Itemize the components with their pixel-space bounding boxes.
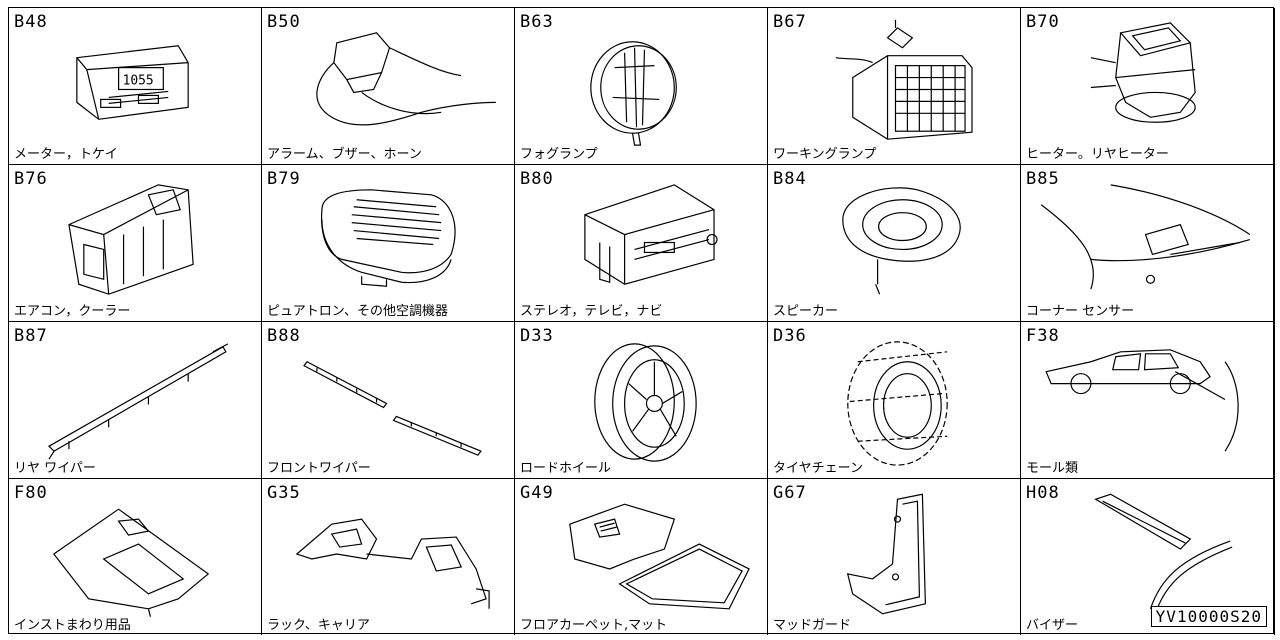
- cell-f38[interactable]: F38 モール類: [1021, 322, 1275, 479]
- fog-lamp-illustration: [590, 41, 677, 146]
- part-code: B80: [520, 169, 554, 189]
- part-label: メーター，トケイ: [14, 147, 118, 162]
- part-label: インストまわり用品: [14, 618, 131, 633]
- part-label: バイザー: [1026, 618, 1079, 633]
- floor-mat-illustration: [569, 503, 750, 610]
- part-label: アラーム、ブザー、ホーン: [267, 147, 422, 162]
- cell-b79[interactable]: B79 ピュアトロン、その他空調機器: [262, 165, 515, 322]
- stereo-illustration: [584, 184, 718, 285]
- rear-wiper-illustration: [48, 343, 229, 460]
- part-code: G67: [773, 483, 807, 503]
- purifier-illustration: [320, 189, 456, 287]
- instrument-accessory-illustration: [52, 508, 210, 617]
- cell-b87[interactable]: B87 リヤ ワイパー: [9, 322, 262, 479]
- cell-d36[interactable]: D36 タイヤチェーン: [768, 322, 1021, 479]
- part-code: B48: [14, 12, 48, 32]
- part-code: H08: [1026, 483, 1060, 503]
- part-code: B87: [14, 326, 48, 346]
- cell-b80[interactable]: B80 ステレオ，テレビ，ナビ: [515, 165, 768, 322]
- front-wiper-illustration: [303, 360, 482, 456]
- part-label: スピーカー: [773, 304, 839, 319]
- mud-guard-illustration: [846, 493, 926, 615]
- part-label: フォグランプ: [520, 147, 598, 162]
- part-code: F38: [1026, 326, 1060, 346]
- cell-b70[interactable]: B70 ヒーター。リヤヒーター: [1021, 8, 1275, 165]
- alarm-buzzer-illustration: [316, 32, 496, 126]
- part-code: B85: [1026, 169, 1060, 189]
- part-code: D33: [520, 326, 554, 346]
- reference-code: YV10000S20: [1150, 606, 1267, 627]
- svg-text:1055: 1055: [123, 74, 154, 89]
- part-label: フロントワイパー: [267, 461, 371, 476]
- part-code: D36: [773, 326, 807, 346]
- cell-b88[interactable]: B88 フロントワイパー: [262, 322, 515, 479]
- roof-rack-illustration: [295, 518, 490, 609]
- part-label: フロアカーペット,マット: [520, 618, 668, 633]
- cell-g67[interactable]: G67 マッドガード: [768, 479, 1021, 635]
- cell-f80[interactable]: F80 インストまわり用品: [9, 479, 262, 635]
- tire-chain-illustration: [847, 341, 948, 466]
- part-code: B50: [267, 12, 301, 32]
- part-code: B70: [1026, 12, 1060, 32]
- part-code: B88: [267, 326, 301, 346]
- meter-clock-illustration: 1055: [76, 45, 189, 120]
- part-label: ワーキングランプ: [773, 147, 877, 162]
- part-code: B63: [520, 12, 554, 32]
- cell-b85[interactable]: B85 コーナー センサー: [1021, 165, 1275, 322]
- road-wheel-illustration: [594, 343, 697, 462]
- part-code: B76: [14, 169, 48, 189]
- part-label: ピュアトロン、その他空調機器: [267, 304, 448, 319]
- corner-sensor-illustration: [1040, 184, 1251, 290]
- air-conditioner-illustration: [68, 184, 194, 295]
- part-label: エアコン，クーラー: [14, 304, 131, 319]
- speaker-illustration: [842, 187, 961, 295]
- working-lamp-illustration: [835, 19, 973, 140]
- part-label: リヤ ワイパー: [14, 461, 96, 476]
- part-code: F80: [14, 483, 48, 503]
- cell-b76[interactable]: B76 エアコン，クーラー: [9, 165, 262, 322]
- cell-b84[interactable]: B84 スピーカー: [768, 165, 1021, 322]
- cell-g35[interactable]: G35 ラック、キャリア: [262, 479, 515, 635]
- part-label: マッドガード: [773, 618, 852, 633]
- cell-g49[interactable]: G49 フロアカーペット,マット: [515, 479, 768, 635]
- part-label: タイヤチェーン: [773, 461, 863, 476]
- part-code: G49: [520, 483, 554, 503]
- part-code: G35: [267, 483, 301, 503]
- part-code: B67: [773, 12, 807, 32]
- part-label: モール類: [1026, 461, 1079, 476]
- part-code: B84: [773, 169, 807, 189]
- cell-h08[interactable]: H08 バイザー: [1021, 479, 1275, 635]
- parts-index-grid: B48 1055 メーター，トケイ B50 アラーム、ブザー、ホーン B63: [8, 7, 1275, 635]
- cell-b50[interactable]: B50 アラーム、ブザー、ホーン: [262, 8, 515, 165]
- part-code: B79: [267, 169, 301, 189]
- cell-b67[interactable]: B67 ワーキングランプ: [768, 8, 1021, 165]
- part-label: ラック、キャリア: [267, 618, 370, 633]
- cell-b63[interactable]: B63 フォグランプ: [515, 8, 768, 165]
- cell-d33[interactable]: D33 ロードホイール: [515, 322, 768, 479]
- part-label: ロードホイール: [520, 461, 612, 476]
- cell-b48[interactable]: B48 1055 メーター，トケイ: [9, 8, 262, 165]
- part-label: ヒーター。リヤヒーター: [1026, 147, 1169, 162]
- heater-illustration: [1090, 22, 1196, 123]
- visor-illustration: [1094, 493, 1233, 611]
- moulding-illustration: [1045, 349, 1239, 452]
- part-label: コーナー センサー: [1026, 304, 1135, 319]
- part-label: ステレオ，テレビ，ナビ: [520, 304, 663, 319]
